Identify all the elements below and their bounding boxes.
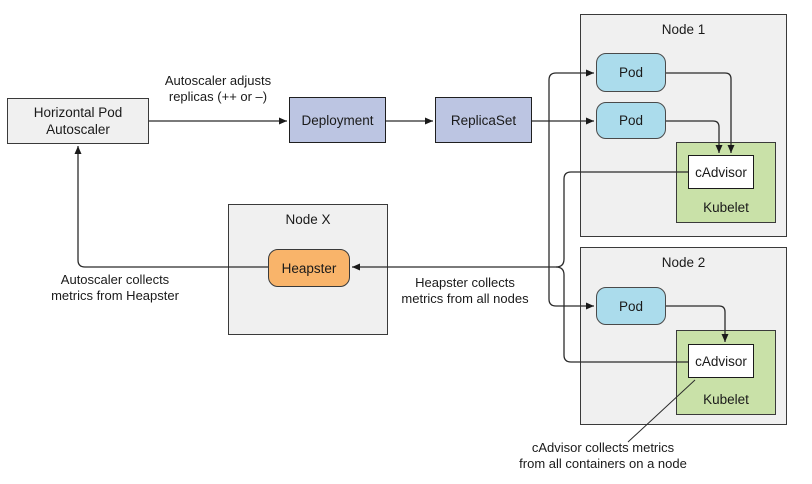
annotation-autoscaler-adjusts-line2: replicas (++ or –)	[168, 88, 268, 104]
hpa-box: Horizontal Pod Autoscaler	[7, 98, 149, 144]
annotation-heapster-collects-line1: Heapster collects	[415, 275, 515, 290]
node2-kubelet-label: Kubelet	[703, 392, 749, 407]
node1-kubelet-label: Kubelet	[703, 200, 749, 215]
deployment-label: Deployment	[301, 112, 374, 128]
annotation-heapster-collects: Heapster collects metrics from all nodes	[365, 275, 565, 306]
node1-title: Node 1	[661, 22, 706, 37]
annotation-autoscaler-adjusts: Autoscaler adjusts replicas (++ or –)	[120, 73, 316, 104]
deployment-box: Deployment	[289, 97, 386, 143]
node2-pod-box: Pod	[596, 287, 666, 325]
node2-cadvisor-label: cAdvisor	[695, 353, 747, 369]
annotation-heapster-collects-line2: metrics from all nodes	[401, 290, 529, 306]
node1-pod2-label: Pod	[618, 113, 644, 128]
node1-pod1-box: Pod	[596, 53, 666, 92]
node2-pod-label: Pod	[618, 298, 644, 314]
hpa-label-line2: Autoscaler	[46, 122, 110, 137]
node2-title: Node 2	[661, 255, 706, 270]
replicaset-box: ReplicaSet	[435, 97, 532, 143]
annotation-cadvisor-collects: cAdvisor collects metrics from all conta…	[478, 440, 728, 471]
annotation-autoscaler-collects-line2: metrics from Heapster	[51, 287, 179, 303]
replicaset-label: ReplicaSet	[450, 112, 517, 128]
annotation-cadvisor-collects-line2: from all containers on a node	[519, 455, 687, 471]
node1-pod1-label: Pod	[618, 65, 644, 80]
annotation-autoscaler-collects-line1: Autoscaler collects	[60, 272, 170, 287]
node2-cadvisor-box: cAdvisor	[688, 344, 754, 378]
heapster-box: Heapster	[268, 249, 350, 287]
node1-cadvisor-box: cAdvisor	[688, 155, 754, 189]
nodex-title: Node X	[285, 212, 331, 227]
hpa-label-line1: Horizontal Pod	[33, 105, 123, 120]
annotation-autoscaler-collects: Autoscaler collects metrics from Heapste…	[15, 272, 215, 303]
annotation-cadvisor-collects-line1: cAdvisor collects metrics	[531, 440, 675, 455]
node1-pod2-box: Pod	[596, 102, 666, 139]
annotation-autoscaler-adjusts-line1: Autoscaler adjusts	[164, 73, 272, 88]
node1-cadvisor-label: cAdvisor	[695, 164, 747, 180]
heapster-label: Heapster	[281, 260, 337, 276]
